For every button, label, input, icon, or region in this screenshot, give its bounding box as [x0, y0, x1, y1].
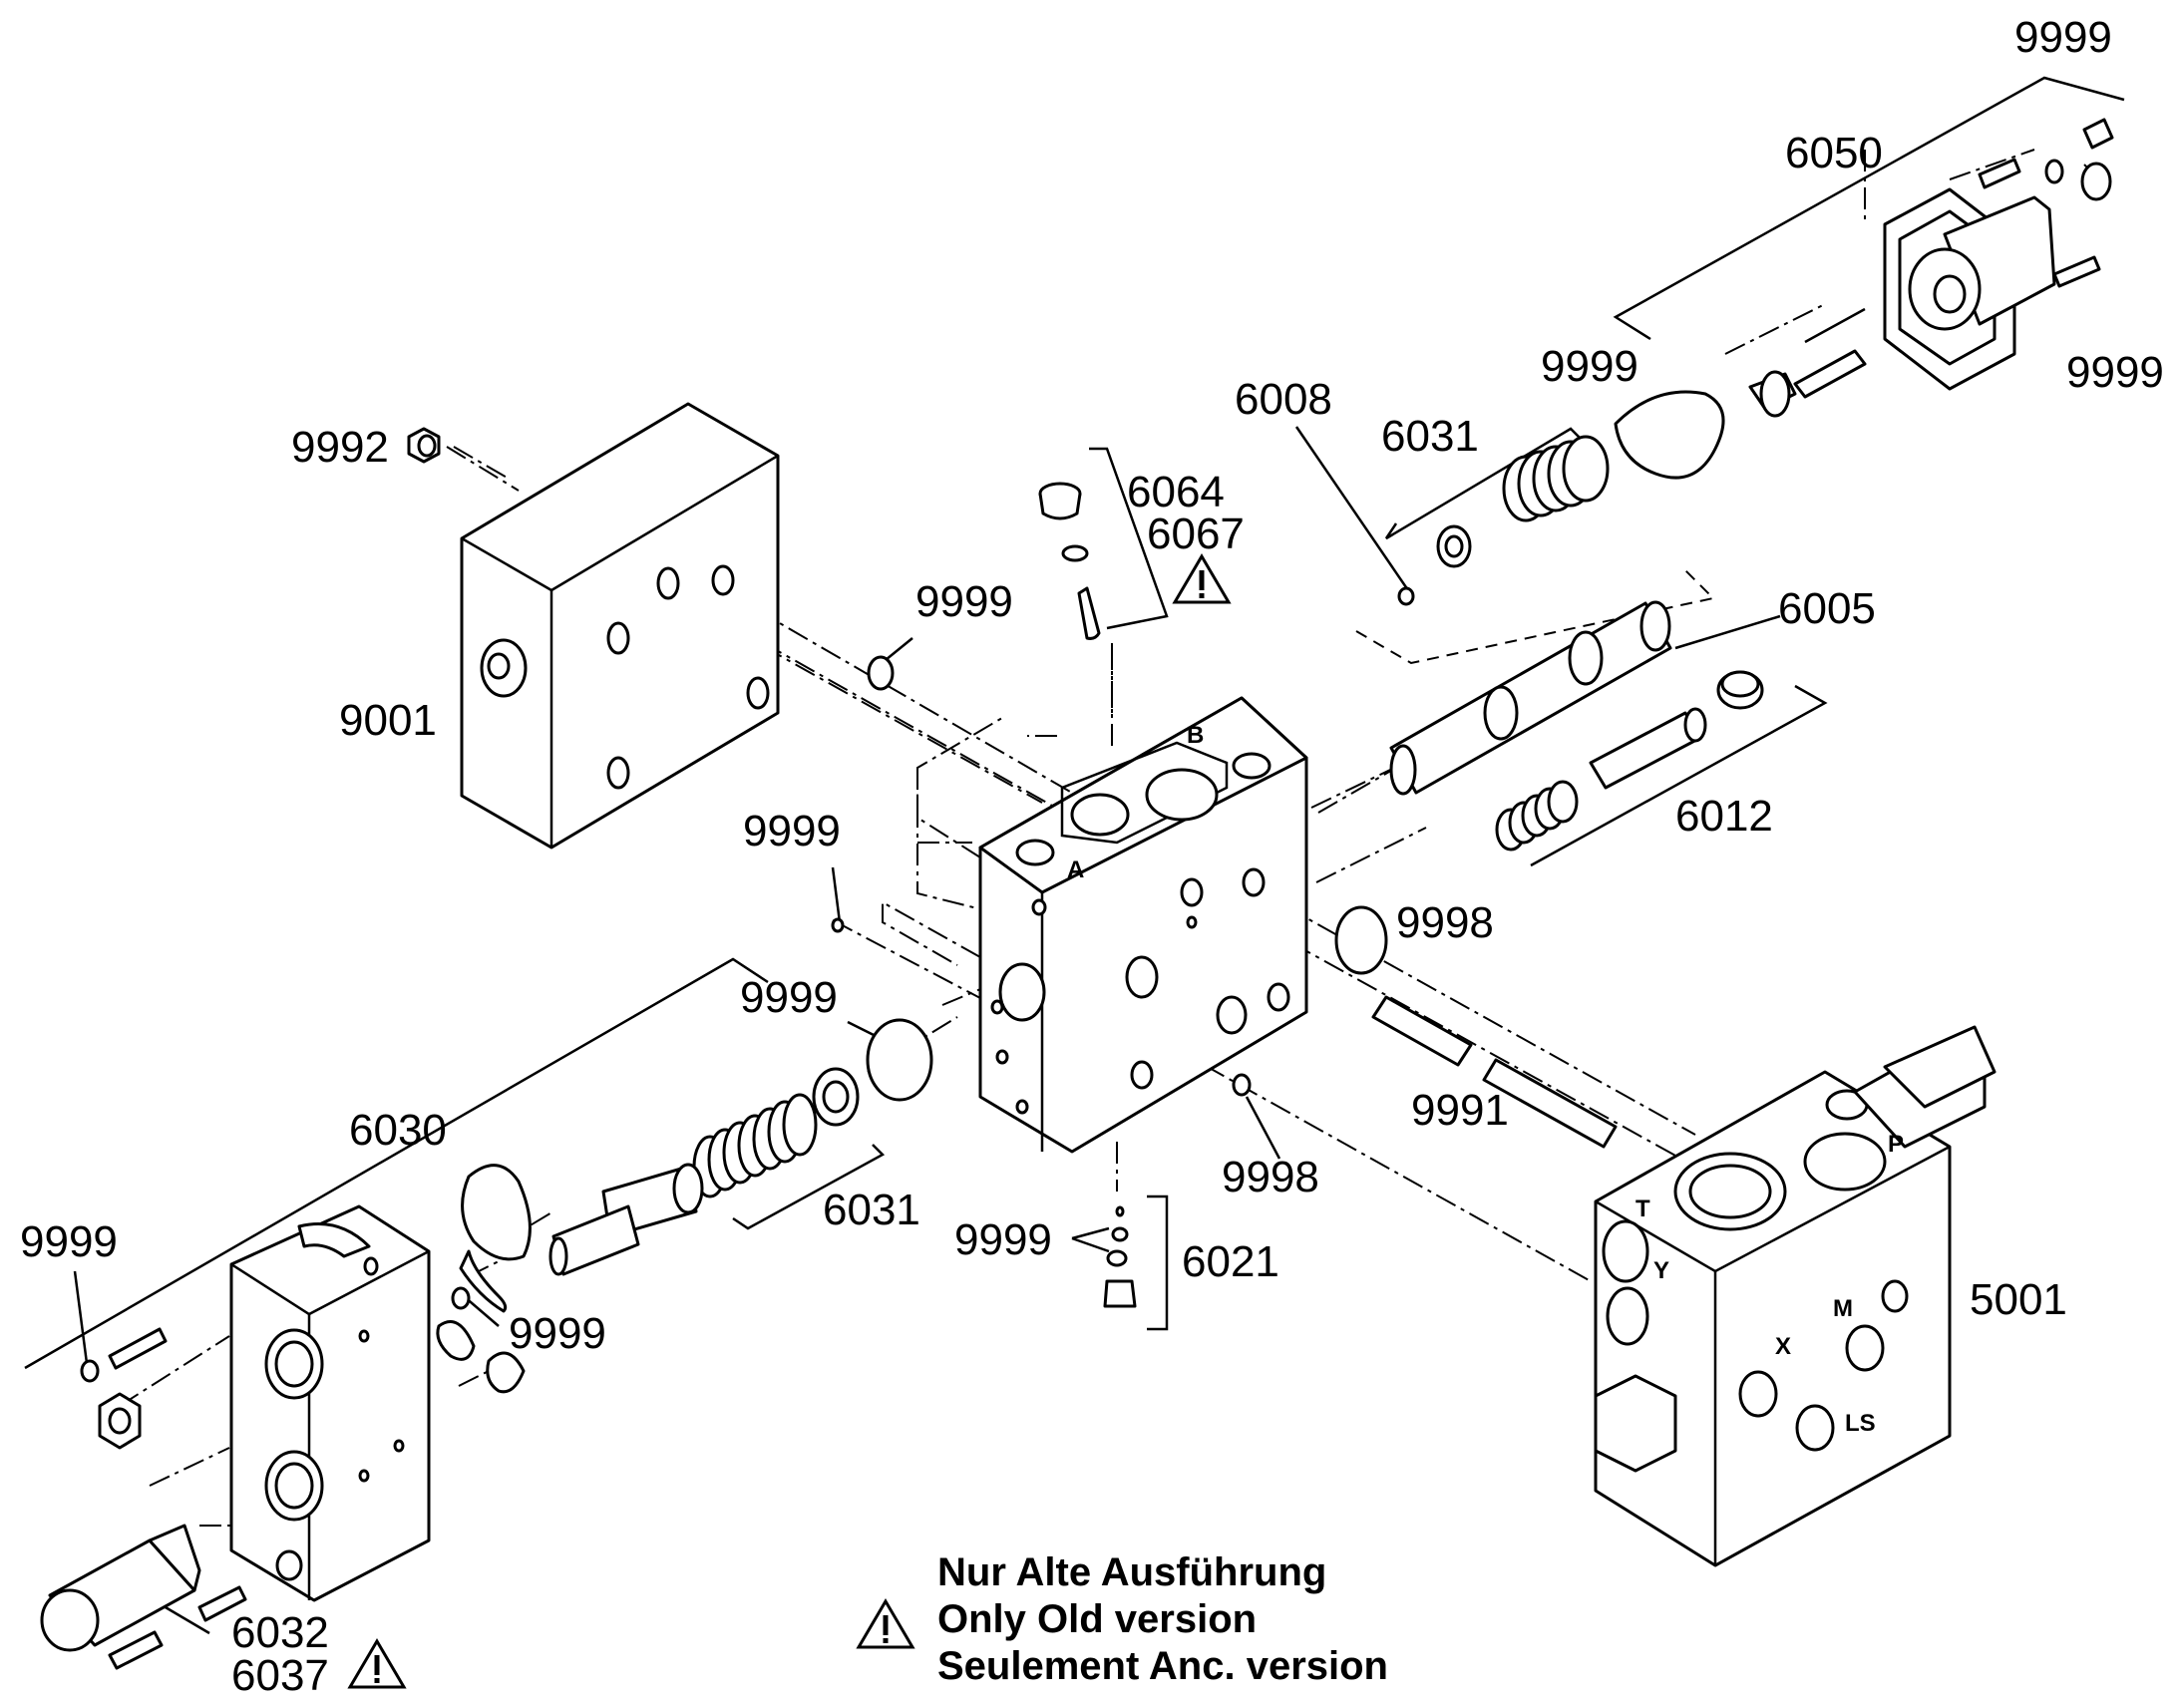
callout-9998: 9998: [1222, 1153, 1319, 1201]
note-line-french: Seulement Anc. version: [937, 1644, 1388, 1688]
callout-9999: 9999: [20, 1217, 118, 1266]
port-m-label: M: [1833, 1295, 1853, 1322]
port-y-label: Y: [1653, 1257, 1669, 1284]
note-line-german: Nur Alte Ausführung: [937, 1550, 1326, 1594]
callout-6031: 6031: [823, 1186, 920, 1234]
part-6030-end-plate: [229, 1204, 431, 1602]
callout-6037: 6037: [231, 1651, 329, 1700]
callout-9999: 9999: [1541, 342, 1638, 391]
part-6021-small-parts: [1103, 1205, 1137, 1308]
callout-9991: 9991: [1411, 1086, 1509, 1135]
part-6050-cover: [1748, 118, 2114, 418]
note-line-english: Only Old version: [937, 1597, 1257, 1641]
part-6030-spool: [548, 1163, 704, 1276]
part-9001-block: [460, 402, 780, 850]
callout-9999: 9999: [740, 973, 838, 1022]
part-6031-top-spring: [1397, 390, 1725, 606]
callout-9999: 9999: [2014, 13, 2112, 62]
o-rings: [831, 655, 1388, 1102]
callout-6064: 6064: [1127, 468, 1225, 516]
warning-triangle-icon: [1173, 554, 1231, 604]
callout-9999: 9999: [915, 577, 1013, 626]
callout-6030: 6030: [349, 1106, 447, 1155]
port-ls-label: LS: [1845, 1410, 1876, 1437]
part-6031-bottom-spring: [692, 1067, 860, 1198]
callout-6032: 6032: [231, 1608, 329, 1657]
callout-6031: 6031: [1381, 412, 1479, 461]
warning-triangle-icon: [857, 1599, 914, 1649]
callout-labels: 9999 6050 9999 9999 6008 6031 9992 6064 …: [20, 13, 2164, 1700]
callout-5001: 5001: [1970, 1275, 2067, 1324]
part-6012-assembly: [1495, 670, 1764, 852]
callout-6012: 6012: [1675, 792, 1773, 841]
warning-triangle-icon: [348, 1639, 406, 1689]
callout-9998: 9998: [1396, 898, 1494, 947]
part-5001-block: T P Y X M LS: [1594, 1025, 1997, 1567]
port-a-label: A: [1067, 856, 1084, 883]
part-9992-nut: [407, 427, 441, 464]
back-plate-outline: [882, 717, 1003, 966]
part-9999-gaskets: [436, 1164, 532, 1394]
port-x-label: X: [1775, 1333, 1791, 1360]
part-central-valve-body: A B: [978, 696, 1308, 1154]
part-9991-studs: [1371, 995, 1618, 1149]
port-t-label: T: [1635, 1196, 1650, 1222]
callout-6050: 6050: [1785, 129, 1883, 177]
callout-6067: 6067: [1147, 510, 1245, 558]
callout-6021: 6021: [1182, 1237, 1279, 1286]
callout-6005: 6005: [1778, 584, 1876, 633]
part-6032-solenoid: [40, 1524, 247, 1670]
callout-9999: 9999: [509, 1309, 606, 1358]
version-note: Nur Alte Ausführung Only Old version Seu…: [937, 1550, 1388, 1688]
callout-9001: 9001: [339, 696, 437, 745]
callout-9992: 9992: [291, 423, 389, 472]
part-9999-bolt-nut: [80, 1327, 168, 1450]
part-6064-plug: [1038, 482, 1101, 640]
port-p-label: P: [1888, 1131, 1904, 1158]
port-b-label: B: [1187, 722, 1204, 749]
callout-9999: 9999: [2066, 348, 2164, 397]
callout-6008: 6008: [1235, 375, 1332, 424]
callout-9999: 9999: [954, 1215, 1052, 1264]
part-6005-spool: [1389, 600, 1672, 796]
callout-9999: 9999: [743, 807, 841, 855]
